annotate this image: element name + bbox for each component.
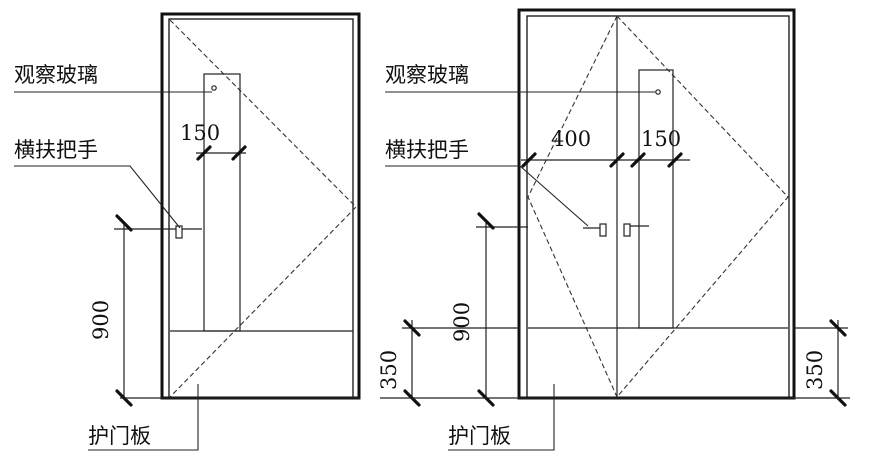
left-dim-900: 900 xyxy=(89,300,113,340)
right-dim-350-right: 350 xyxy=(803,350,827,390)
left-dim-150-tick-a xyxy=(196,145,212,161)
right-kickplate-label: 护门板 xyxy=(448,424,511,448)
right-dim-400: 400 xyxy=(551,127,591,151)
left-handle-icon xyxy=(175,225,183,239)
right-door-frame-outer xyxy=(517,8,796,400)
left-kickplate-leader xyxy=(88,384,199,451)
right-door-swing-left xyxy=(527,15,618,398)
right-dim-900-tick-top xyxy=(477,212,495,230)
right-handle-leader xyxy=(385,165,589,227)
left-kickplate-label: 护门板 xyxy=(88,424,151,448)
left-door-frame-outer xyxy=(160,12,361,400)
right-door: 观察玻璃 横扶把手 护门板 400 150 900 350 350 xyxy=(377,8,850,451)
right-handle-label: 横扶把手 xyxy=(385,138,469,162)
right-door-swing-right xyxy=(616,15,789,398)
right-vision-glass xyxy=(638,69,674,329)
left-glass-label: 观察玻璃 xyxy=(14,63,98,87)
right-glass-label: 观察玻璃 xyxy=(385,63,469,87)
right-dim-350-left: 350 xyxy=(377,350,401,390)
left-glass-marker xyxy=(211,85,217,91)
left-handle-label: 横扶把手 xyxy=(14,138,98,162)
left-vision-glass xyxy=(203,73,241,332)
right-handle-icon-right xyxy=(623,223,631,237)
left-handle-leader xyxy=(14,165,181,229)
right-dim-900: 900 xyxy=(450,302,474,342)
right-dim-150-tick-a xyxy=(630,152,646,168)
right-glass-marker xyxy=(655,89,661,95)
right-dim-400-tick-a xyxy=(521,152,537,168)
left-door: 观察玻璃 横扶把手 护门板 150 900 xyxy=(14,12,361,451)
left-dim-150-tick-b xyxy=(231,145,247,161)
right-dim-350-left-tick-top xyxy=(403,319,421,337)
right-dim-150-tick-b xyxy=(667,152,683,168)
left-door-swing-lines xyxy=(169,19,357,398)
right-dim-150: 150 xyxy=(641,127,681,151)
left-dim-900-tick-top xyxy=(115,214,133,232)
right-kickplate-leader xyxy=(448,384,555,451)
right-dim-350-right-tick-top xyxy=(829,319,847,337)
right-handle-icon-left xyxy=(599,223,607,237)
left-dim-150: 150 xyxy=(180,121,220,145)
left-door-frame-inner xyxy=(168,18,354,399)
